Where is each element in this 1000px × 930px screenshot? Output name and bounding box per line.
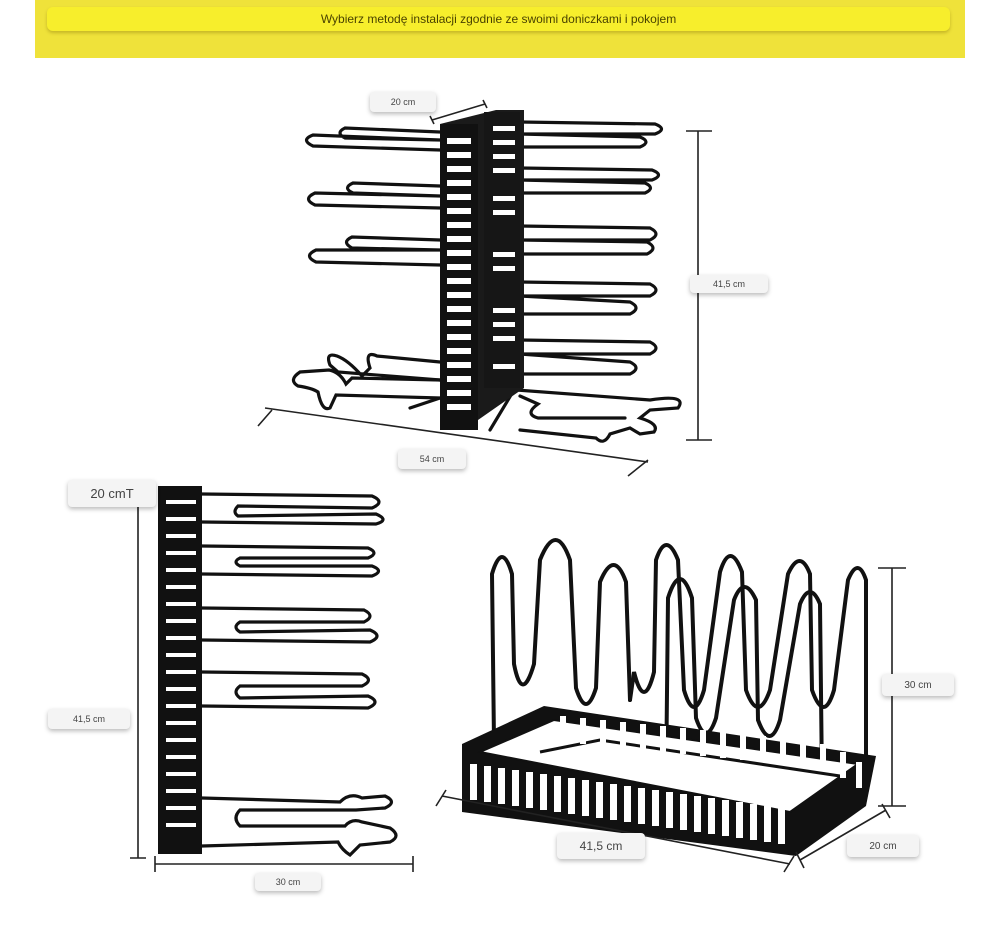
- dimension-label-side-height: 41,5 cm: [48, 709, 130, 729]
- dimension-label-side-depth: 20 cmT: [68, 480, 156, 507]
- header-banner: Wybierz metodę instalacji zgodnie ze swo…: [35, 0, 965, 58]
- lid-holder-view: [462, 538, 876, 856]
- dimension-label-top-width: 54 cm: [398, 449, 466, 469]
- dimension-label-lid-depth: 20 cm: [847, 835, 919, 857]
- dimension-label-side-width: 30 cm: [255, 873, 321, 891]
- dimension-label-top-depth: 20 cm: [370, 92, 436, 112]
- dimension-label-lid-height: 30 cm: [882, 674, 954, 696]
- banner-text: Wybierz metodę instalacji zgodnie ze swo…: [47, 7, 950, 31]
- rack-full-dimension-lines: [257, 99, 712, 477]
- dimension-label-lid-length: 41,5 cm: [557, 833, 645, 859]
- rack-full-columns: [440, 110, 524, 430]
- dimension-label-top-height: 41,5 cm: [690, 275, 768, 293]
- lid-holder-dimension-lines: [435, 567, 906, 873]
- rack-side-view: [158, 486, 398, 858]
